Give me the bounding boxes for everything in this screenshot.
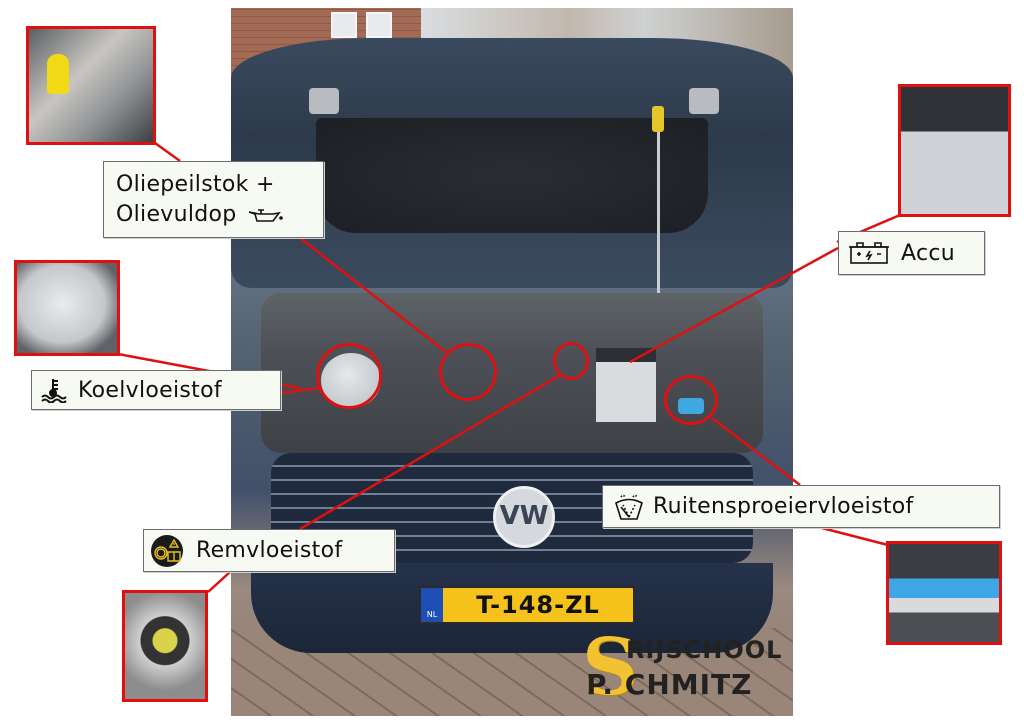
driving-school-logo: S RIJSCHOOL P. CHMITZ <box>578 628 788 708</box>
hood-insulation <box>316 118 708 233</box>
car-battery <box>596 348 656 422</box>
coolant-temperature-icon <box>40 377 70 403</box>
windshield-washer-icon <box>613 493 645 521</box>
label-washer-fluid: Ruitensproeiervloeistof <box>602 485 1000 528</box>
brake-highlight-ring <box>553 342 589 380</box>
hood-prop-rod <box>657 108 660 358</box>
label-oil-line2: Olievuldop <box>116 201 237 227</box>
logo-initial: S <box>582 622 639 713</box>
house-window <box>366 12 392 38</box>
oil-cap-closeup <box>26 26 156 145</box>
eu-country-strip: NL <box>421 588 443 622</box>
label-coolant-text: Koelvloeistof <box>78 377 222 403</box>
coolant-highlight-ring <box>316 343 382 409</box>
license-plate-number: T-148-ZL <box>476 591 600 619</box>
label-brake-fluid: Remvloeistof <box>143 529 395 572</box>
brake-fluid-closeup <box>122 590 208 702</box>
washer-fluid-closeup <box>886 541 1002 645</box>
washer-highlight-ring <box>664 375 718 425</box>
license-plate: NL T-148-ZL <box>419 586 635 624</box>
hood-prop-handle <box>652 106 664 132</box>
label-battery-text: Accu <box>901 240 955 266</box>
battery-icon <box>849 241 889 265</box>
label-oil: Oliepeilstok + Olievuldop <box>103 161 324 238</box>
oil-can-icon <box>247 205 283 225</box>
label-brake-text: Remvloeistof <box>196 538 343 563</box>
label-coolant: Koelvloeistof <box>31 370 281 410</box>
brake-fluid-warning-icon <box>150 534 184 568</box>
engine-bay-photo: VW NL T-148-ZL <box>231 8 793 716</box>
label-oil-line1: Oliepeilstok + <box>116 171 275 197</box>
vw-badge: VW <box>493 486 555 548</box>
label-washer-text: Ruitensproeiervloeistof <box>653 494 914 519</box>
hood-hinge-right <box>689 88 719 114</box>
label-battery: Accu <box>838 231 985 275</box>
house-window <box>331 12 357 38</box>
oil-highlight-ring <box>439 343 497 401</box>
coolant-reservoir-closeup <box>14 260 120 356</box>
hood-hinge-left <box>309 88 339 114</box>
logo-line2: P. CHMITZ <box>586 668 753 701</box>
logo-line1: RIJSCHOOL <box>626 636 783 664</box>
yellow-dipstick-handle <box>47 54 69 94</box>
battery-closeup <box>898 84 1011 217</box>
